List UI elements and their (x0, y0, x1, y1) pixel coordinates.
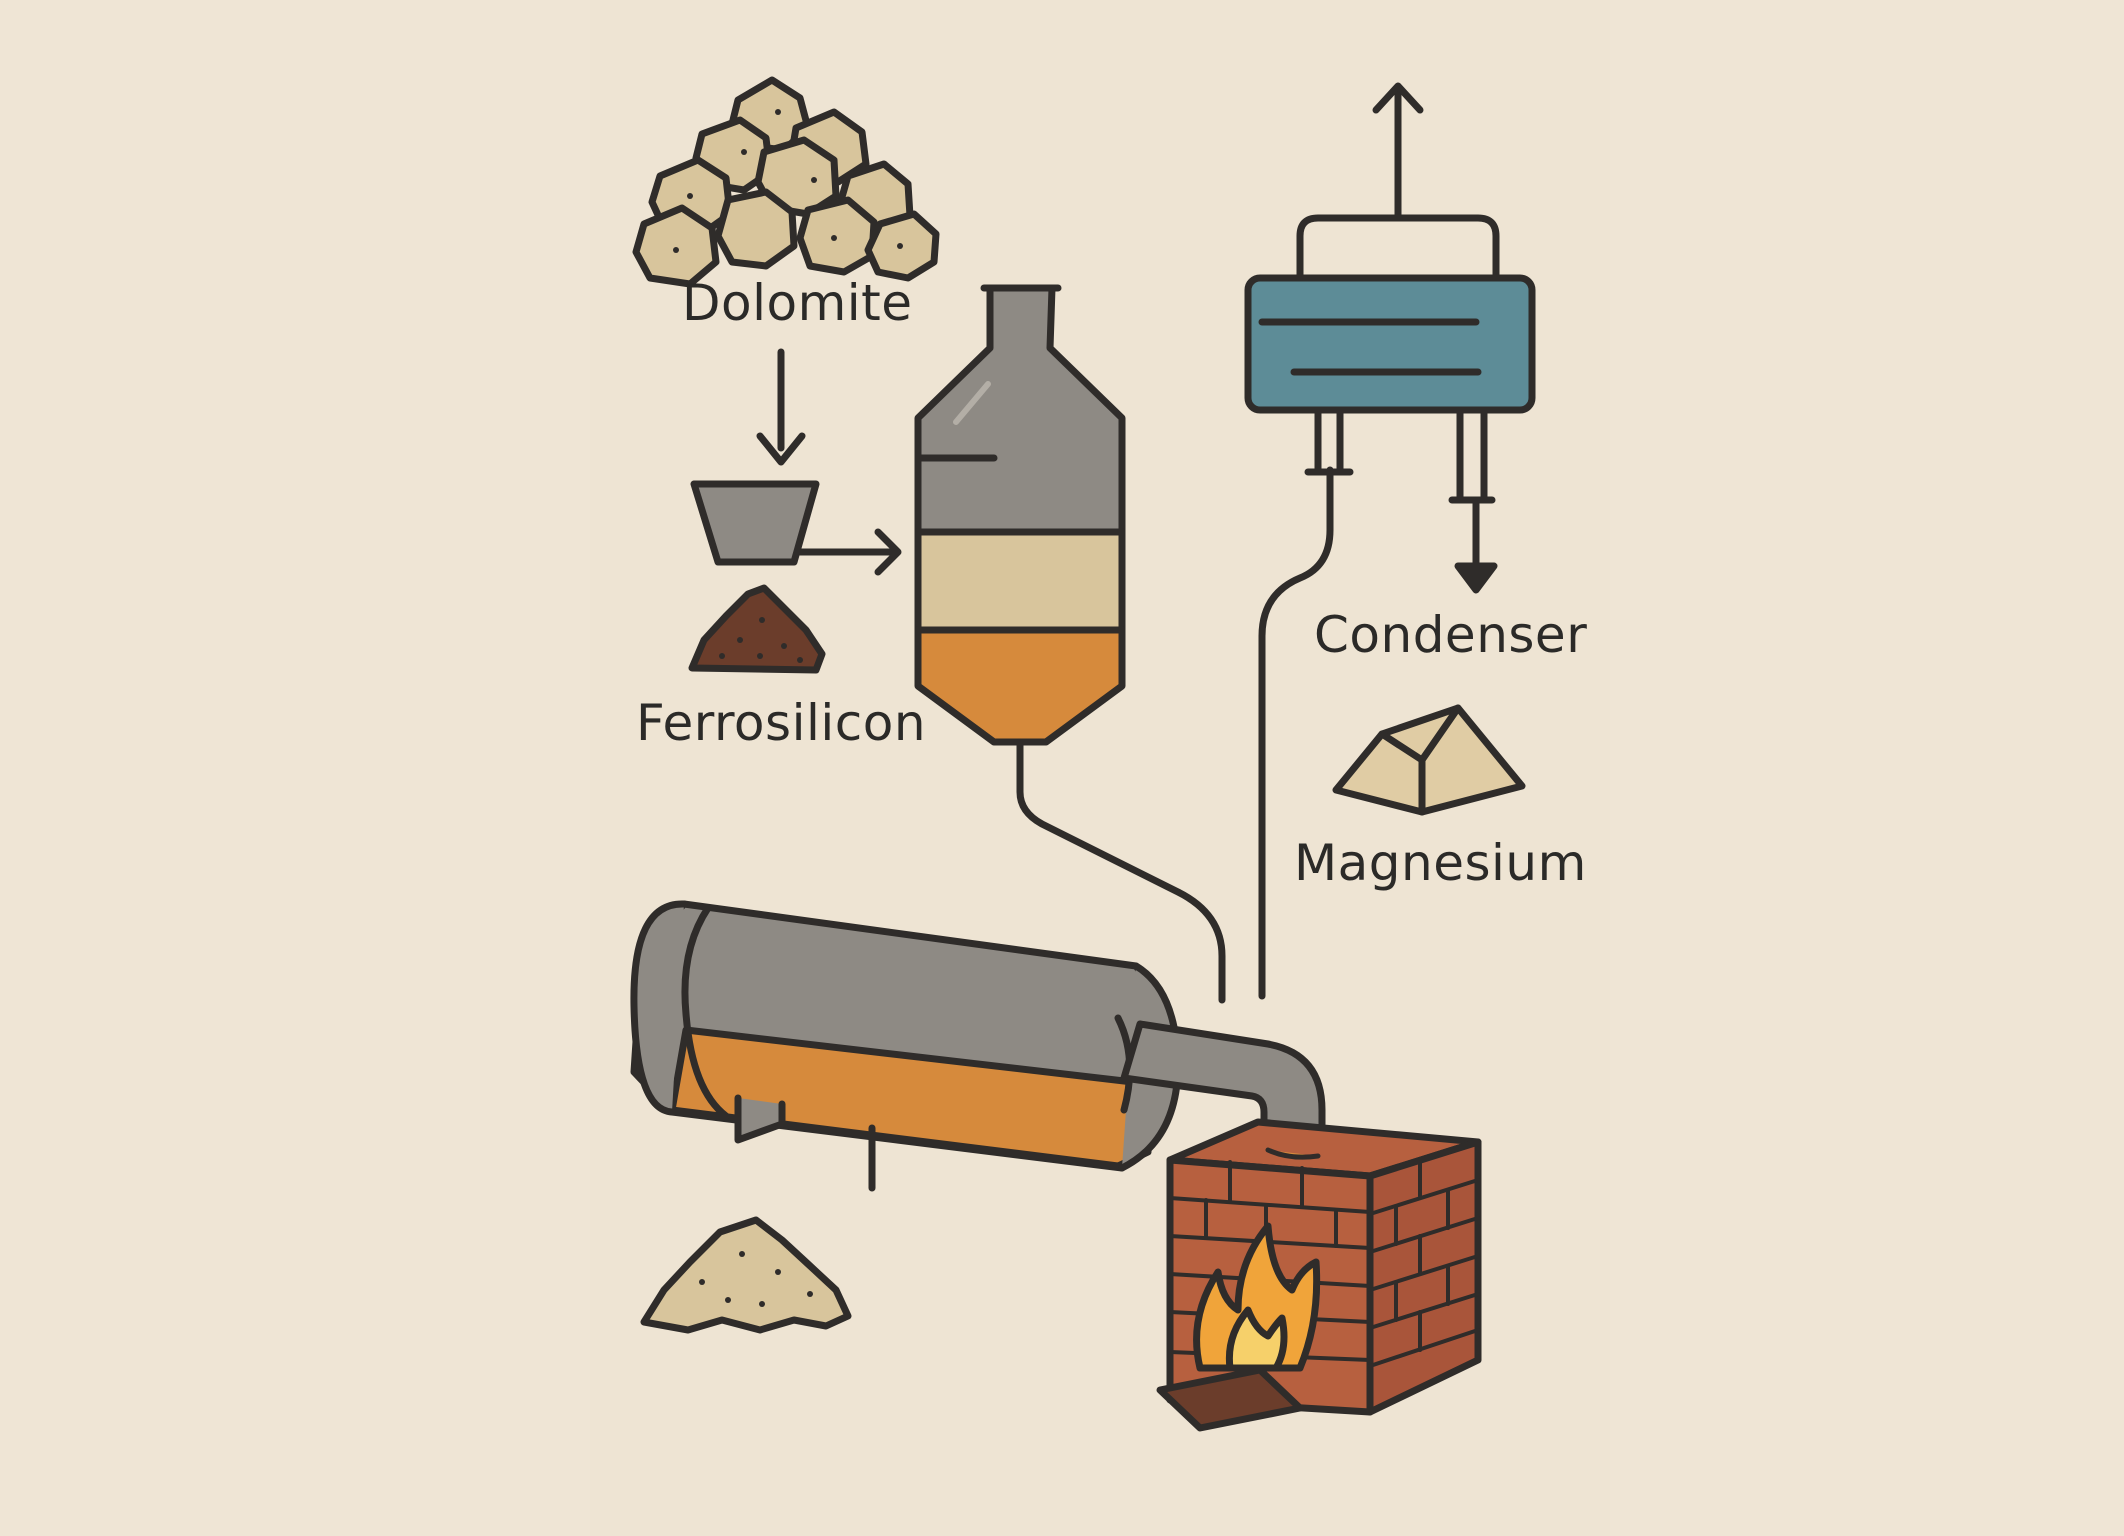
reactor-vessel-icon (914, 284, 1126, 746)
label-dolomite: Dolomite (682, 274, 913, 332)
label-condenser: Condenser (1314, 606, 1588, 664)
arrow-right-icon (796, 528, 902, 576)
arrow-down-icon (756, 348, 806, 466)
label-magnesium: Magnesium (1294, 834, 1587, 892)
flame-icon (1193, 1222, 1321, 1372)
ferrosilicon-powder-pile-icon (688, 584, 826, 674)
vapor-pipe-icon (1258, 466, 1334, 1000)
slag-pile-icon (640, 1216, 852, 1334)
condenser-icon (1244, 82, 1536, 594)
label-ferrosilicon: Ferrosilicon (636, 694, 927, 752)
feed-pipe-icon (1016, 738, 1226, 1004)
hopper-funnel-icon (690, 480, 820, 566)
magnesium-ingot-icon (1332, 704, 1526, 816)
dolomite-rock-pile-icon (632, 76, 940, 288)
retort-cylinder-icon (630, 900, 1182, 1192)
